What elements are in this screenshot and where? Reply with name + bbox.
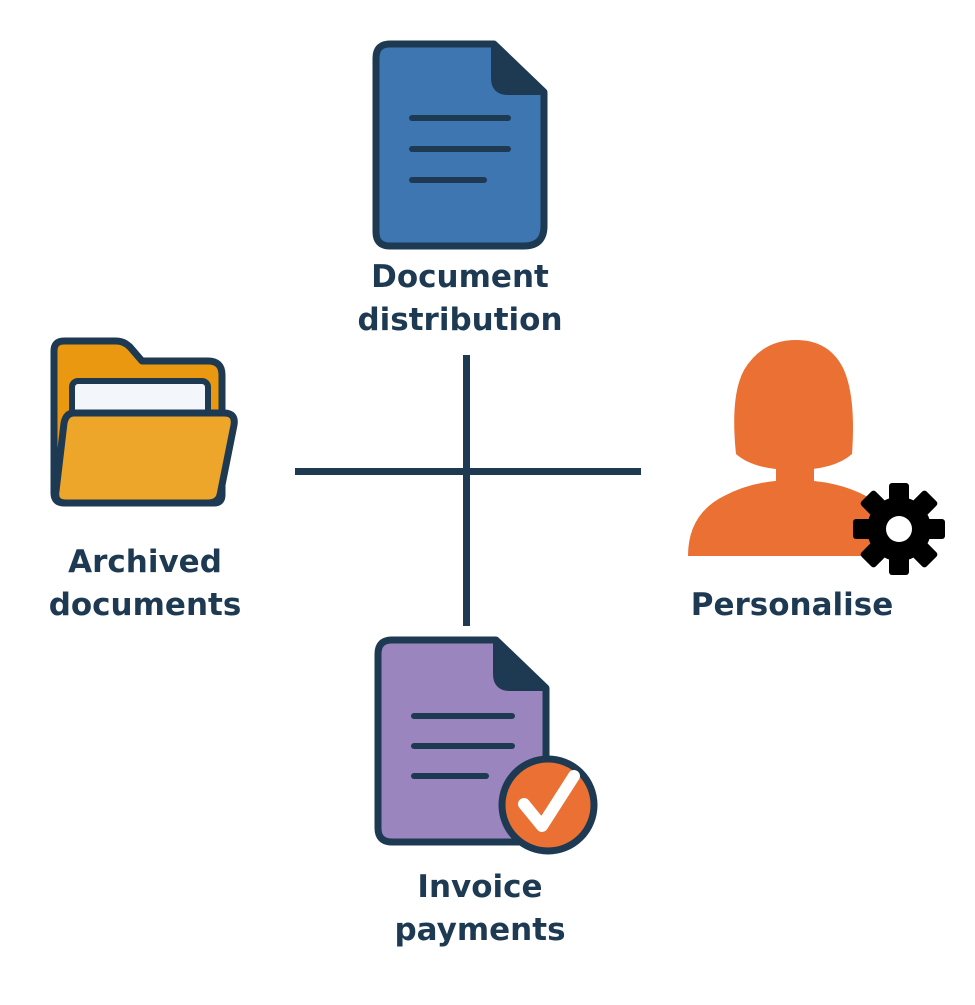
invoice-check-icon [374, 636, 598, 855]
gear-icon [853, 483, 945, 575]
user-settings-icon [688, 340, 945, 575]
label-personalise: Personalise [690, 587, 894, 623]
document-icon [372, 40, 548, 250]
vertical-connector-line [463, 355, 470, 626]
label-document-distribution: Document distribution [357, 259, 563, 338]
checkmark-icon [498, 755, 598, 855]
label-archived-documents: Archived documents [48, 544, 242, 623]
folder-icon [50, 337, 238, 507]
label-invoice-payments: Invoice payments [394, 869, 566, 948]
